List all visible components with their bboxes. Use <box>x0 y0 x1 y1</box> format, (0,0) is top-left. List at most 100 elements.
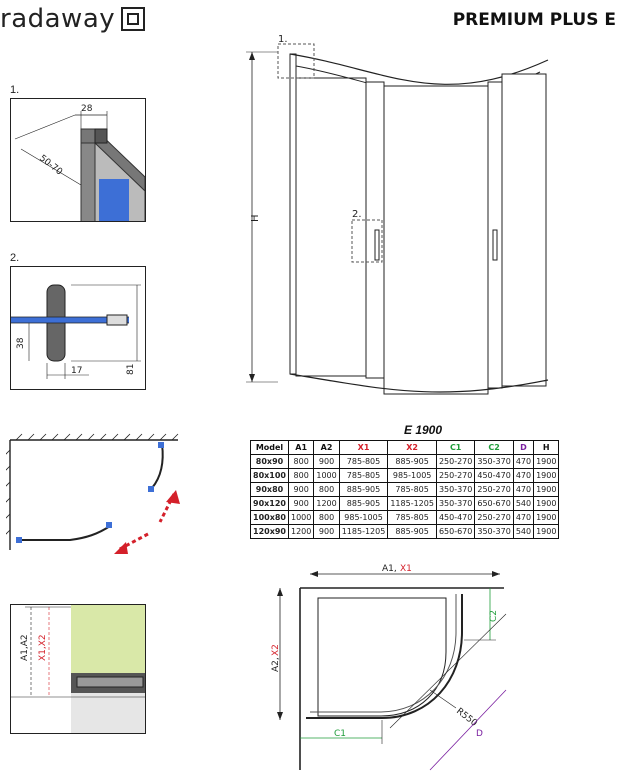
table-cell-d: 540 <box>512 496 535 511</box>
table-cell-model: 80x90 <box>250 454 289 469</box>
plan-top-label-a: A1, <box>382 564 397 574</box>
table-cell-x2: 985-1005 <box>387 468 437 483</box>
opening-diagram <box>6 433 180 554</box>
table-cell-c1: 350-370 <box>435 482 476 497</box>
table-header-c2: C2 <box>474 440 514 455</box>
elevation-drawing: H 1. 2. <box>246 34 549 395</box>
wall-label-x: X1,X2 <box>38 634 48 661</box>
wall-section-drawing: A1,A2 X1,X2 <box>11 605 145 733</box>
dim-28: 28 <box>81 104 93 114</box>
table-cell-model: 80x100 <box>250 468 289 483</box>
table-cell-a2: 1000 <box>313 468 340 483</box>
wall-label-a: A1,A2 <box>20 634 30 661</box>
brand-name: radaway <box>0 4 116 34</box>
table-cell-x2: 885-905 <box>387 524 437 539</box>
table-cell-x2: 785-805 <box>387 510 437 525</box>
plan-drawing: A1, X1 A2, X2 C2 C1 R550 D <box>271 564 507 771</box>
callout-2-label: 2. <box>352 209 362 220</box>
plan-side-label-a: A2, <box>271 657 281 672</box>
brand-square-icon <box>121 7 146 31</box>
table-cell-x1: 885-905 <box>338 482 389 497</box>
plan-radius: R550 <box>454 706 479 728</box>
table-cell-c1: 450-470 <box>435 510 476 525</box>
table-cell-x1: 785-805 <box>338 468 389 483</box>
table-cell-c1: 250-270 <box>435 454 476 469</box>
dim-50-70: 50-70 <box>37 153 64 177</box>
table-cell-model: 120x90 <box>250 524 289 539</box>
table-header-x2: X2 <box>387 440 437 455</box>
table-cell-c1: 650-670 <box>435 524 476 539</box>
table-cell-a2: 800 <box>313 482 340 497</box>
top-corner-drawing: 28 50-70 <box>14 104 145 221</box>
table-cell-x1: 785-805 <box>338 454 389 469</box>
plan-top-label-x: X1 <box>400 564 412 574</box>
table-cell-a2: 1200 <box>313 496 340 511</box>
table-cell-d: 470 <box>512 510 535 525</box>
table-cell-x1: 885-905 <box>338 496 389 511</box>
table-cell-a1: 1200 <box>287 524 315 539</box>
table-cell-h: 1900 <box>533 496 560 511</box>
table-cell-x1: 985-1005 <box>338 510 389 525</box>
table-cell-x2: 885-905 <box>387 454 437 469</box>
brand-logo: radaway <box>0 4 146 34</box>
table-cell-a2: 900 <box>313 524 340 539</box>
table-header-a1: A1 <box>287 440 315 455</box>
table-cell-a1: 900 <box>287 496 315 511</box>
panel-2-number: 2. <box>10 252 20 264</box>
table-cell-c2: 450-470 <box>474 468 514 483</box>
table-cell-c1: 350-370 <box>435 496 476 511</box>
table-cell-d: 470 <box>512 454 535 469</box>
callout-1-label: 1. <box>278 34 288 45</box>
table-cell-model: 100x80 <box>250 510 289 525</box>
table-cell-model: 90x120 <box>250 496 289 511</box>
plan-diagonal: D <box>476 729 483 739</box>
table-cell-c2: 250-270 <box>474 482 514 497</box>
table-cell-a1: 800 <box>287 454 315 469</box>
table-cell-a1: 900 <box>287 482 315 497</box>
table-header-x1: X1 <box>338 440 389 455</box>
handle-drawing: 38 17 81 <box>11 284 141 379</box>
table-header-c1: C1 <box>435 440 476 455</box>
table-header-d: D <box>512 440 535 455</box>
table-cell-x2: 785-805 <box>387 482 437 497</box>
table-cell-x2: 1185-1205 <box>387 496 437 511</box>
wall-section-panel: A1,A2 X1,X2 <box>10 604 146 734</box>
table-header-a2: A2 <box>313 440 340 455</box>
table-cell-c2: 350-370 <box>474 454 514 469</box>
table-cell-d: 470 <box>512 482 535 497</box>
product-title: PREMIUM PLUS E <box>452 10 616 30</box>
detail-panel-top-corner: 28 50-70 <box>10 98 146 222</box>
dim-81: 81 <box>126 364 136 375</box>
table-cell-h: 1900 <box>533 454 560 469</box>
table-header-h: H <box>533 440 560 455</box>
plan-c1: C1 <box>334 729 346 739</box>
table-cell-a2: 900 <box>313 454 340 469</box>
table-cell-h: 1900 <box>533 510 560 525</box>
table-cell-h: 1900 <box>533 482 560 497</box>
table-title: E 1900 <box>404 423 443 437</box>
table-cell-h: 1900 <box>533 468 560 483</box>
table-cell-d: 470 <box>512 468 535 483</box>
table-cell-model: 90x80 <box>250 482 289 497</box>
table-cell-x1: 1185-1205 <box>338 524 389 539</box>
table-cell-a1: 1000 <box>287 510 315 525</box>
plan-c2: C2 <box>489 610 499 622</box>
dim-17: 17 <box>71 366 82 376</box>
dim-38: 38 <box>16 337 26 349</box>
table-cell-a1: 800 <box>287 468 315 483</box>
table-header-model: Model <box>250 440 289 455</box>
panel-1-number: 1. <box>10 84 20 96</box>
detail-panel-handle: 38 17 81 <box>10 266 146 390</box>
table-cell-a2: 800 <box>313 510 340 525</box>
table-cell-h: 1900 <box>533 524 560 539</box>
table-cell-c1: 250-270 <box>435 468 476 483</box>
